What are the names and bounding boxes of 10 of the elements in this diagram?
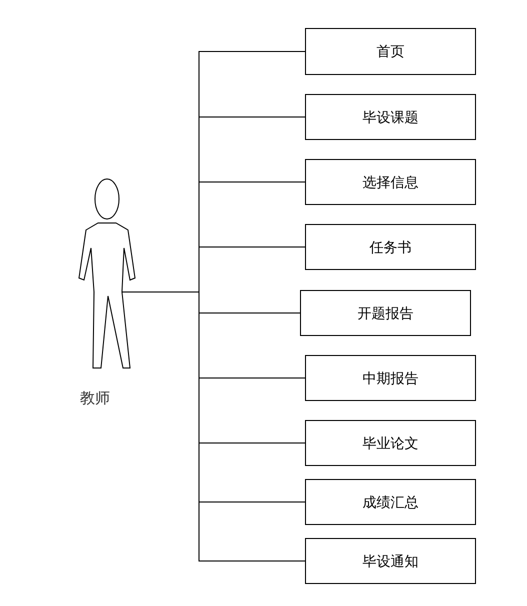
function-box: 选择信息 — [305, 159, 476, 205]
function-box: 毕业论文 — [305, 420, 476, 466]
function-box: 中期报告 — [305, 355, 476, 401]
function-box: 成绩汇总 — [305, 479, 476, 525]
function-box: 首页 — [305, 28, 476, 75]
function-box: 开题报告 — [300, 290, 471, 336]
function-box: 任务书 — [305, 224, 476, 270]
function-box: 毕设通知 — [305, 538, 476, 584]
actor-label: 教师 — [80, 389, 110, 409]
function-box: 毕设课题 — [305, 94, 476, 140]
